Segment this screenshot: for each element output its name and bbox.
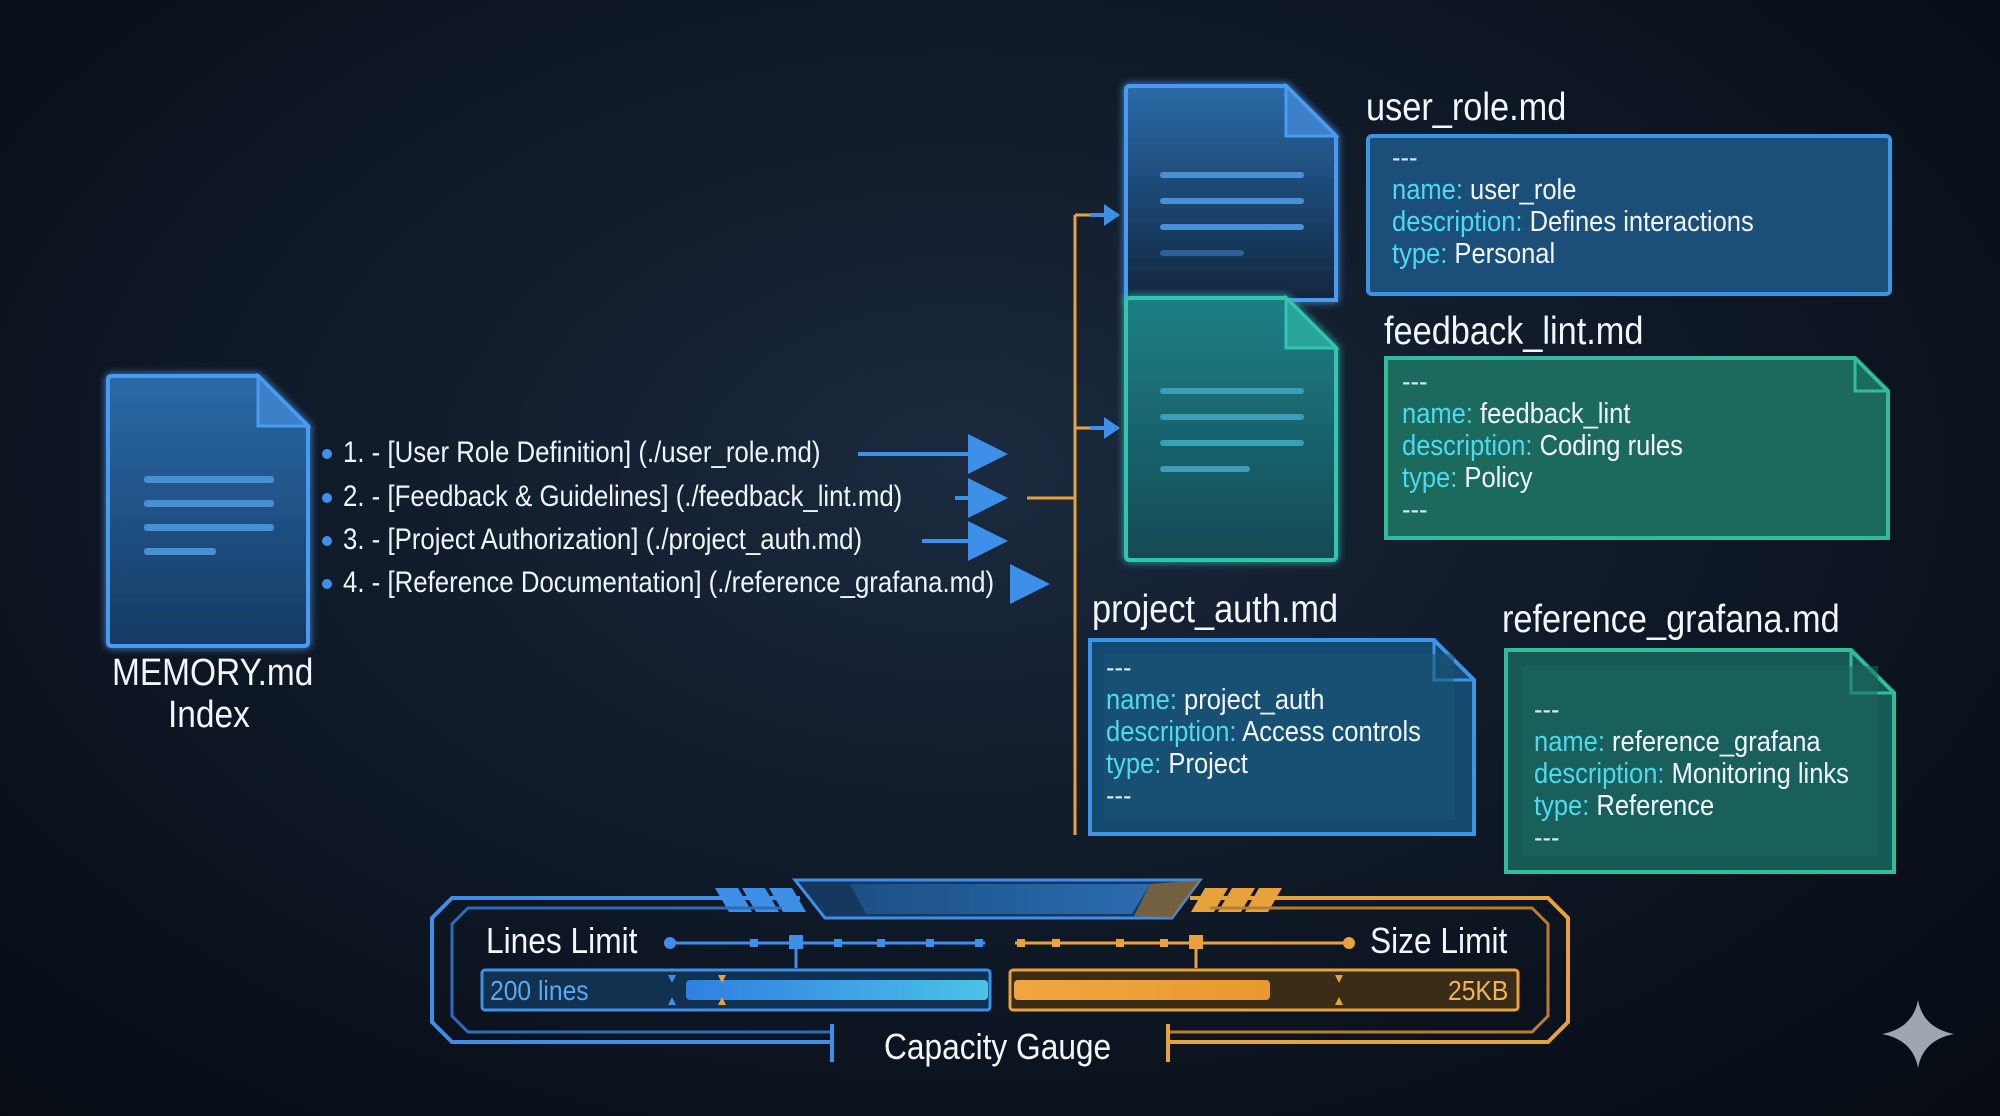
description-value: Monitoring links (1671, 758, 1849, 790)
document-icon (106, 372, 312, 648)
reference-grafana-filename: reference_grafana.md (1502, 598, 1840, 641)
bullet-icon (322, 536, 332, 546)
reference-grafana-frontmatter: --- name: reference_grafana description:… (1534, 694, 1849, 854)
type-key: type: (1534, 790, 1590, 822)
lines-limit-value: 200 lines (490, 975, 589, 1006)
frontmatter-close: --- (1534, 822, 1560, 854)
name-key: name: (1106, 684, 1177, 716)
name-value: reference_grafana (1612, 726, 1821, 758)
index-entry-user-role[interactable]: 1. - [User Role Definition] (./user_role… (343, 436, 821, 469)
type-key: type: (1392, 238, 1448, 270)
user-role-card (1366, 134, 1892, 296)
index-bullets (322, 449, 332, 589)
project-auth-filename: project_auth.md (1092, 588, 1339, 631)
frontmatter-close: --- (1106, 780, 1132, 812)
index-title: MEMORY.md (112, 652, 314, 694)
type-key: type: (1106, 748, 1162, 780)
bullet-icon (322, 449, 332, 459)
capacity-gauge (430, 878, 1570, 1062)
arrow-icon (1104, 417, 1120, 439)
description-value: Defines interactions (1529, 206, 1754, 238)
index-subtitle: Index (168, 694, 250, 736)
description-value: Access controls (1242, 716, 1421, 748)
project-auth-card (1088, 638, 1476, 836)
user-role-frontmatter: --- name: user_role description: Defines… (1392, 142, 1754, 270)
reference-grafana-card (1504, 648, 1896, 874)
name-key: name: (1534, 726, 1605, 758)
frontmatter-open: --- (1106, 652, 1132, 684)
index-entry-feedback-lint[interactable]: 2. - [Feedback & Guidelines] (./feedback… (343, 480, 903, 513)
user-role-document-icon (1124, 82, 1340, 302)
frontmatter-close: --- (1402, 494, 1428, 526)
type-value: Policy (1464, 462, 1533, 494)
description-key: description: (1402, 430, 1533, 462)
user-role-filename: user_role.md (1366, 86, 1567, 129)
arrow-icon (1104, 204, 1120, 226)
frontmatter-open: --- (1534, 694, 1560, 726)
name-key: name: (1392, 174, 1463, 206)
index-entry-project-auth[interactable]: 3. - [Project Authorization] (./project_… (343, 523, 863, 556)
type-value: Project (1168, 748, 1248, 780)
index-entry-reference-grafana[interactable]: 4. - [Reference Documentation] (./refere… (343, 566, 995, 599)
frontmatter-open: --- (1402, 366, 1428, 398)
name-value: project_auth (1184, 684, 1325, 716)
frontmatter-open: --- (1392, 142, 1418, 174)
lines-limit-bar (480, 968, 992, 1012)
index-arrows (858, 434, 1050, 604)
description-key: description: (1392, 206, 1523, 238)
name-value: user_role (1470, 174, 1577, 206)
size-limit-label: Size Limit (1370, 920, 1508, 961)
feedback-lint-filename: feedback_lint.md (1384, 310, 1644, 353)
size-limit-bar (1008, 968, 1520, 1012)
name-value: feedback_lint (1480, 398, 1631, 430)
project-auth-frontmatter: --- name: project_auth description: Acce… (1106, 652, 1421, 812)
capacity-gauge-caption: Capacity Gauge (884, 1026, 1112, 1067)
lines-limit-label: Lines Limit (486, 920, 638, 961)
name-key: name: (1402, 398, 1473, 430)
type-value: Personal (1454, 238, 1556, 270)
description-key: description: (1106, 716, 1237, 748)
size-scale (1015, 935, 1355, 968)
description-value: Coding rules (1539, 430, 1683, 462)
feedback-lint-frontmatter: --- name: feedback_lint description: Cod… (1402, 366, 1683, 526)
connector-trunk (1027, 213, 1095, 835)
feedback-lint-document-icon (1124, 294, 1340, 562)
type-key: type: (1402, 462, 1458, 494)
size-limit-value: 25KB (1448, 975, 1509, 1006)
bullet-icon (322, 579, 332, 589)
branch-arrows (1090, 204, 1120, 439)
bullet-icon (322, 493, 332, 503)
lines-scale (664, 935, 985, 968)
description-key: description: (1534, 758, 1665, 790)
type-value: Reference (1596, 790, 1715, 822)
sparkle-icon (1882, 1000, 1954, 1068)
memory-index-document (106, 372, 312, 648)
feedback-lint-card (1384, 356, 1890, 540)
